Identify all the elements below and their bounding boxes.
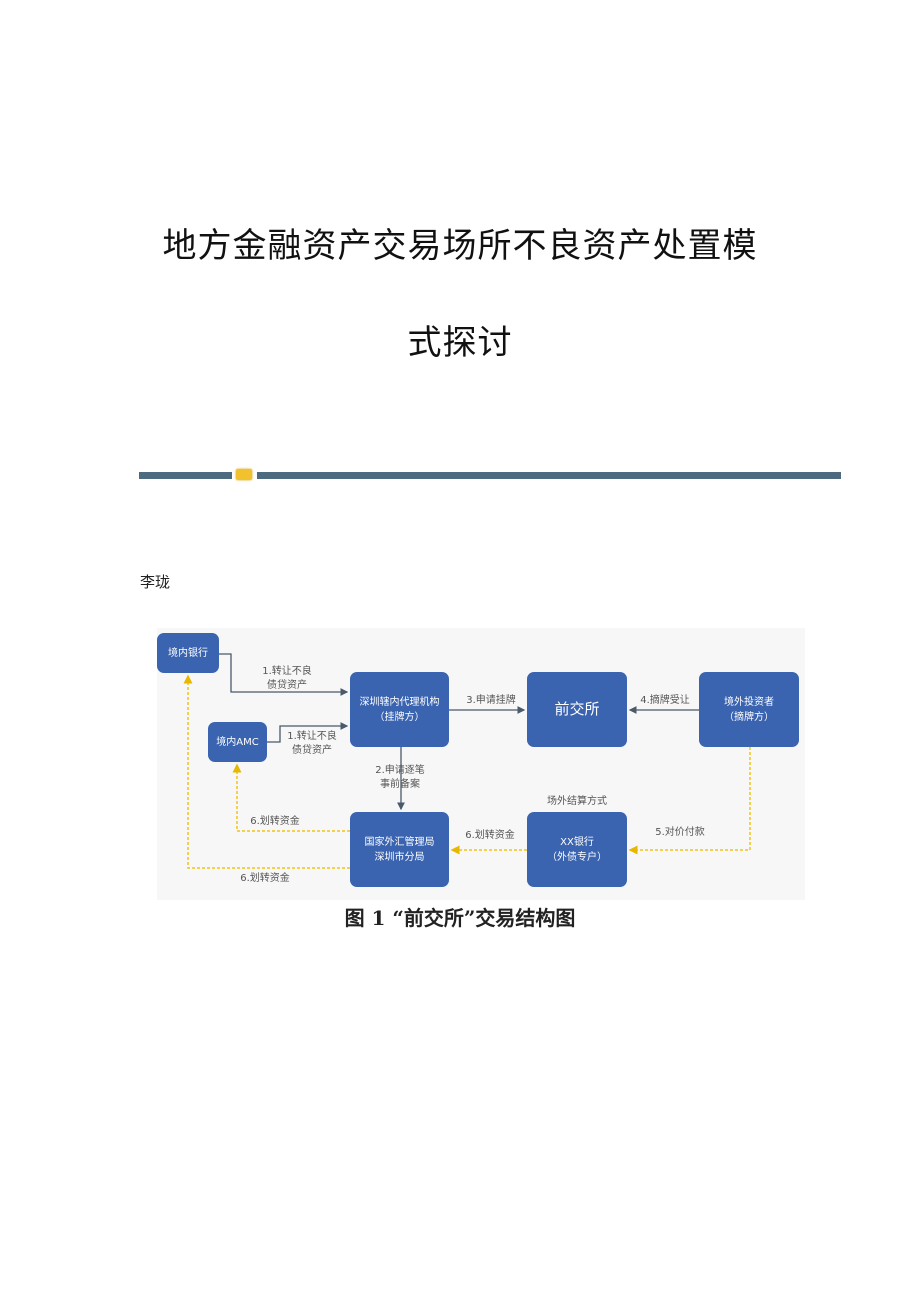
- title-line-2: 式探讨: [407, 323, 513, 363]
- label-line: 债贷资产: [267, 680, 307, 691]
- divider-left: [139, 472, 232, 479]
- node-domestic-amc: 境内AMC: [208, 722, 267, 762]
- node-xx-bank: XX银行 （外债专户）: [527, 812, 627, 887]
- label-line: 事前备案: [380, 779, 420, 790]
- label-line: 债贷资产: [292, 745, 332, 756]
- label-apply-listing: 3.申请挂牌: [466, 695, 516, 706]
- label-fund-bank: 6.划转资金: [240, 873, 290, 884]
- label-transfer-2: 1.转让不良债贷资产: [277, 730, 347, 758]
- node-sublabel: （外债专户）: [547, 851, 607, 863]
- node-label: 境内银行: [168, 647, 208, 659]
- node-safe: 国家外汇管理局深圳市分局: [350, 812, 449, 887]
- author: 李珑: [140, 573, 171, 591]
- node-exchange: 前交所: [527, 672, 627, 747]
- node-agent: 深圳辖内代理机构 （挂牌方）: [350, 672, 449, 747]
- node-sublabel: 深圳市分局: [374, 851, 425, 863]
- label-fund-xx: 6.划转资金: [465, 830, 515, 841]
- divider-ornament-icon: [236, 469, 252, 480]
- divider-right: [257, 472, 841, 479]
- node-label: XX银行: [560, 836, 594, 848]
- node-investor: 境外投资者 （摘牌方）: [699, 672, 799, 747]
- node-label: 境外投资者: [724, 696, 774, 708]
- label-offshore-settlement: 场外结算方式: [547, 796, 607, 807]
- label-line: 1.转让不良: [262, 666, 312, 677]
- node-domestic-bank: 境内银行: [157, 633, 219, 673]
- label-fund-amc: 6.划转资金: [250, 816, 300, 827]
- label-transfer-1: 1.转让不良债贷资产: [252, 665, 322, 693]
- label-delist: 4.摘牌受让: [640, 695, 690, 706]
- node-label: 国家外汇管理局: [364, 836, 435, 848]
- node-label: 境内AMC: [216, 736, 259, 748]
- node-label: 前交所: [554, 700, 600, 718]
- title-line-1: 地方金融资产交易场所不良资产处置模: [162, 226, 758, 266]
- label-line: 2.申请逐笔: [375, 765, 425, 776]
- label-apply-filing: 2.申请逐笔事前备案: [365, 764, 435, 792]
- figure-caption: 图 1 “前交所”交易结构图: [344, 906, 576, 930]
- node-label: 深圳辖内代理机构: [359, 696, 440, 708]
- label-pay: 5.对价付款: [655, 827, 705, 838]
- node-sublabel: （挂牌方）: [374, 711, 425, 723]
- label-line: 1.转让不良: [287, 731, 337, 742]
- node-sublabel: （摘牌方）: [724, 711, 774, 723]
